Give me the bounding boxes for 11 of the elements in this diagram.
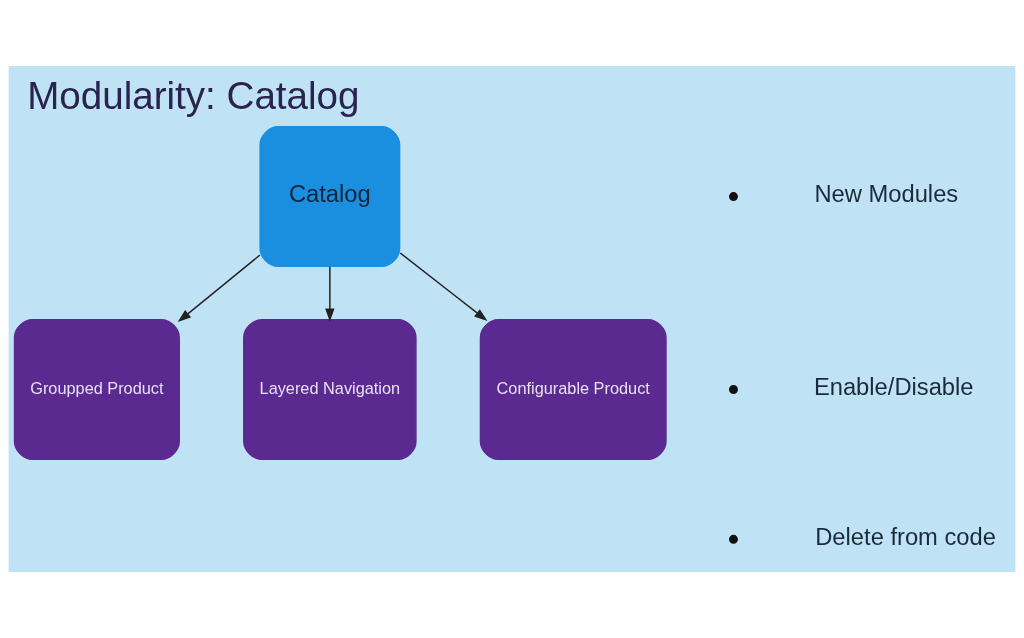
diagram-title: Modularity: Catalog — [27, 73, 360, 117]
node-box: Groupped Product — [13, 319, 180, 460]
arrow — [177, 254, 261, 323]
label: New Modules — [814, 181, 959, 208]
label: Enable/Disable — [813, 374, 974, 401]
arrow — [325, 265, 335, 322]
node-box: Layered Navigation — [243, 319, 417, 460]
label: Delete from code — [815, 523, 996, 550]
node-box: Configurable Product — [479, 319, 667, 460]
node-box: Catalog — [259, 126, 401, 268]
arrow — [399, 252, 488, 322]
